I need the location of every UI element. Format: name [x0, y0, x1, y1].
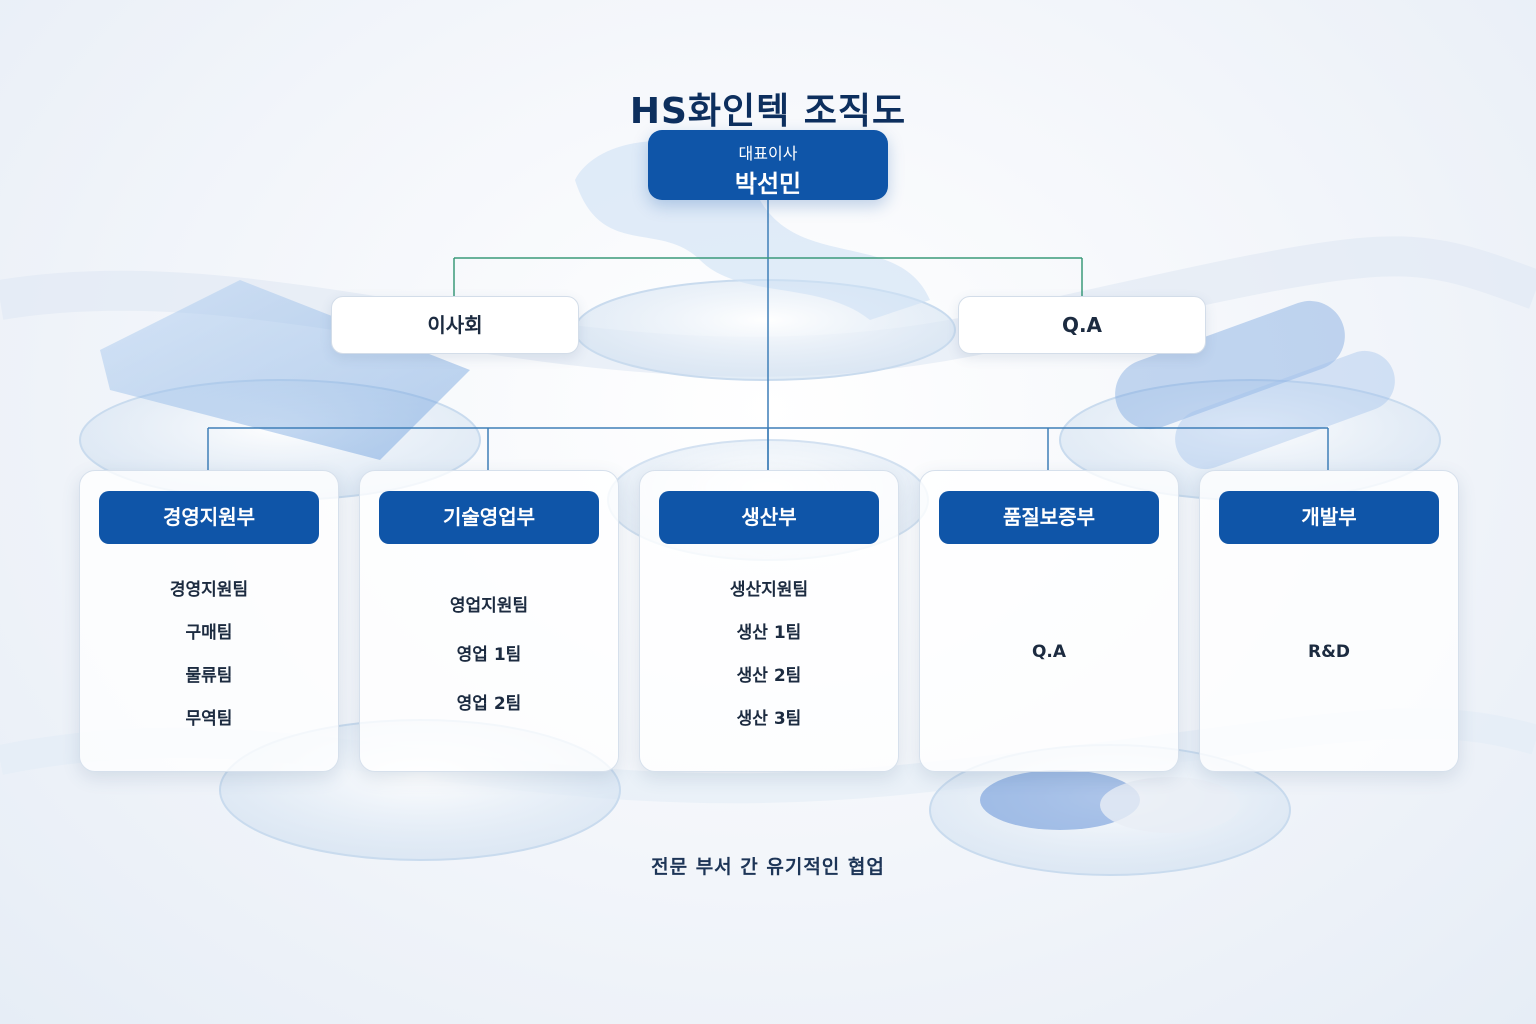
team-item: 생산 2팀 [736, 666, 802, 686]
footer-caption: 전문 부서 간 유기적인 협업 [651, 856, 885, 878]
team-list: 경영지원팀 구매팀 물류팀 무역팀 [80, 567, 338, 737]
dept-card-production: 생산부 생산지원팀 생산 1팀 생산 2팀 생산 3팀 [639, 470, 899, 772]
team-item: Q.A [1031, 642, 1067, 662]
dept-card-management-support: 경영지원부 경영지원팀 구매팀 물류팀 무역팀 [79, 470, 339, 772]
board-box: 이사회 [331, 296, 579, 354]
team-item: R&D [1307, 642, 1351, 662]
team-item: 경영지원팀 [169, 580, 249, 600]
dept-header: 개발부 [1219, 491, 1439, 544]
team-item: 무역팀 [185, 709, 233, 729]
team-item: 구매팀 [185, 623, 233, 643]
team-item: 물류팀 [185, 666, 233, 686]
dept-card-quality-assurance: 품질보증부 Q.A [919, 470, 1179, 772]
team-list: 영업지원팀 영업 1팀 영업 2팀 [360, 567, 618, 737]
dept-header: 기술영업부 [379, 491, 599, 544]
qa-box: Q.A [958, 296, 1206, 354]
ceo-name: 박선민 [734, 170, 802, 198]
team-item: 생산 3팀 [736, 709, 802, 729]
dept-header: 경영지원부 [99, 491, 319, 544]
team-item: 생산지원팀 [729, 580, 809, 600]
dept-header: 품질보증부 [939, 491, 1159, 544]
dept-header: 생산부 [659, 491, 879, 544]
dept-card-technical-sales: 기술영업부 영업지원팀 영업 1팀 영업 2팀 [359, 470, 619, 772]
ceo-role: 대표이사 [738, 144, 798, 163]
team-list: Q.A [920, 567, 1178, 737]
page-title: HS화인텍 조직도 [629, 91, 907, 133]
team-item: 영업 2팀 [456, 693, 522, 714]
ceo-box: 대표이사 박선민 [648, 130, 888, 200]
dept-card-development: 개발부 R&D [1199, 470, 1459, 772]
team-item: 생산 1팀 [736, 623, 802, 643]
team-list: R&D [1200, 567, 1458, 737]
team-item: 영업지원팀 [449, 595, 529, 616]
team-item: 영업 1팀 [456, 644, 522, 665]
team-list: 생산지원팀 생산 1팀 생산 2팀 생산 3팀 [640, 567, 898, 737]
